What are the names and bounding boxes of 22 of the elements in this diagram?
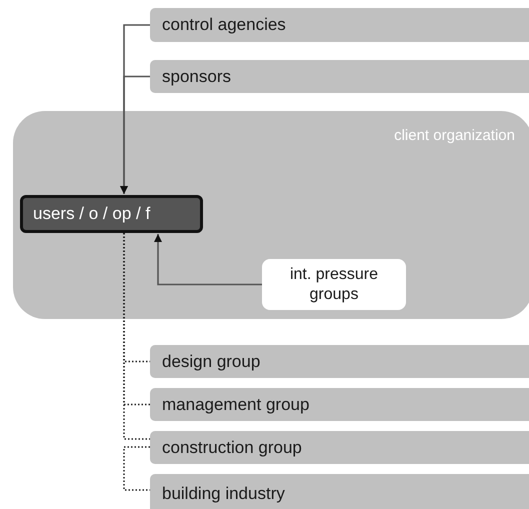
group-box (150, 345, 529, 378)
arrow (154, 234, 262, 286)
organization-panel (13, 111, 529, 319)
arrow (120, 76, 150, 194)
node-label: control agencies (162, 15, 286, 35)
node-label: management group (162, 394, 310, 414)
node-label: int. pressure groups (288, 265, 380, 304)
node-label: users / o / op / f (33, 204, 150, 224)
group-box (150, 8, 529, 42)
group-box (150, 60, 529, 93)
node-label: client organization (394, 127, 515, 144)
node-label: design group (162, 352, 260, 372)
pressure-group-box (262, 259, 406, 310)
group-box (150, 388, 529, 421)
group-box (150, 431, 529, 464)
node-label: construction group (162, 438, 302, 458)
dotted-connector (123, 233, 150, 440)
users-box (20, 195, 203, 233)
group-box (150, 474, 529, 509)
node-label: building industry (162, 484, 285, 504)
node-label: sponsors (162, 66, 231, 86)
dotted-connector (123, 446, 150, 491)
